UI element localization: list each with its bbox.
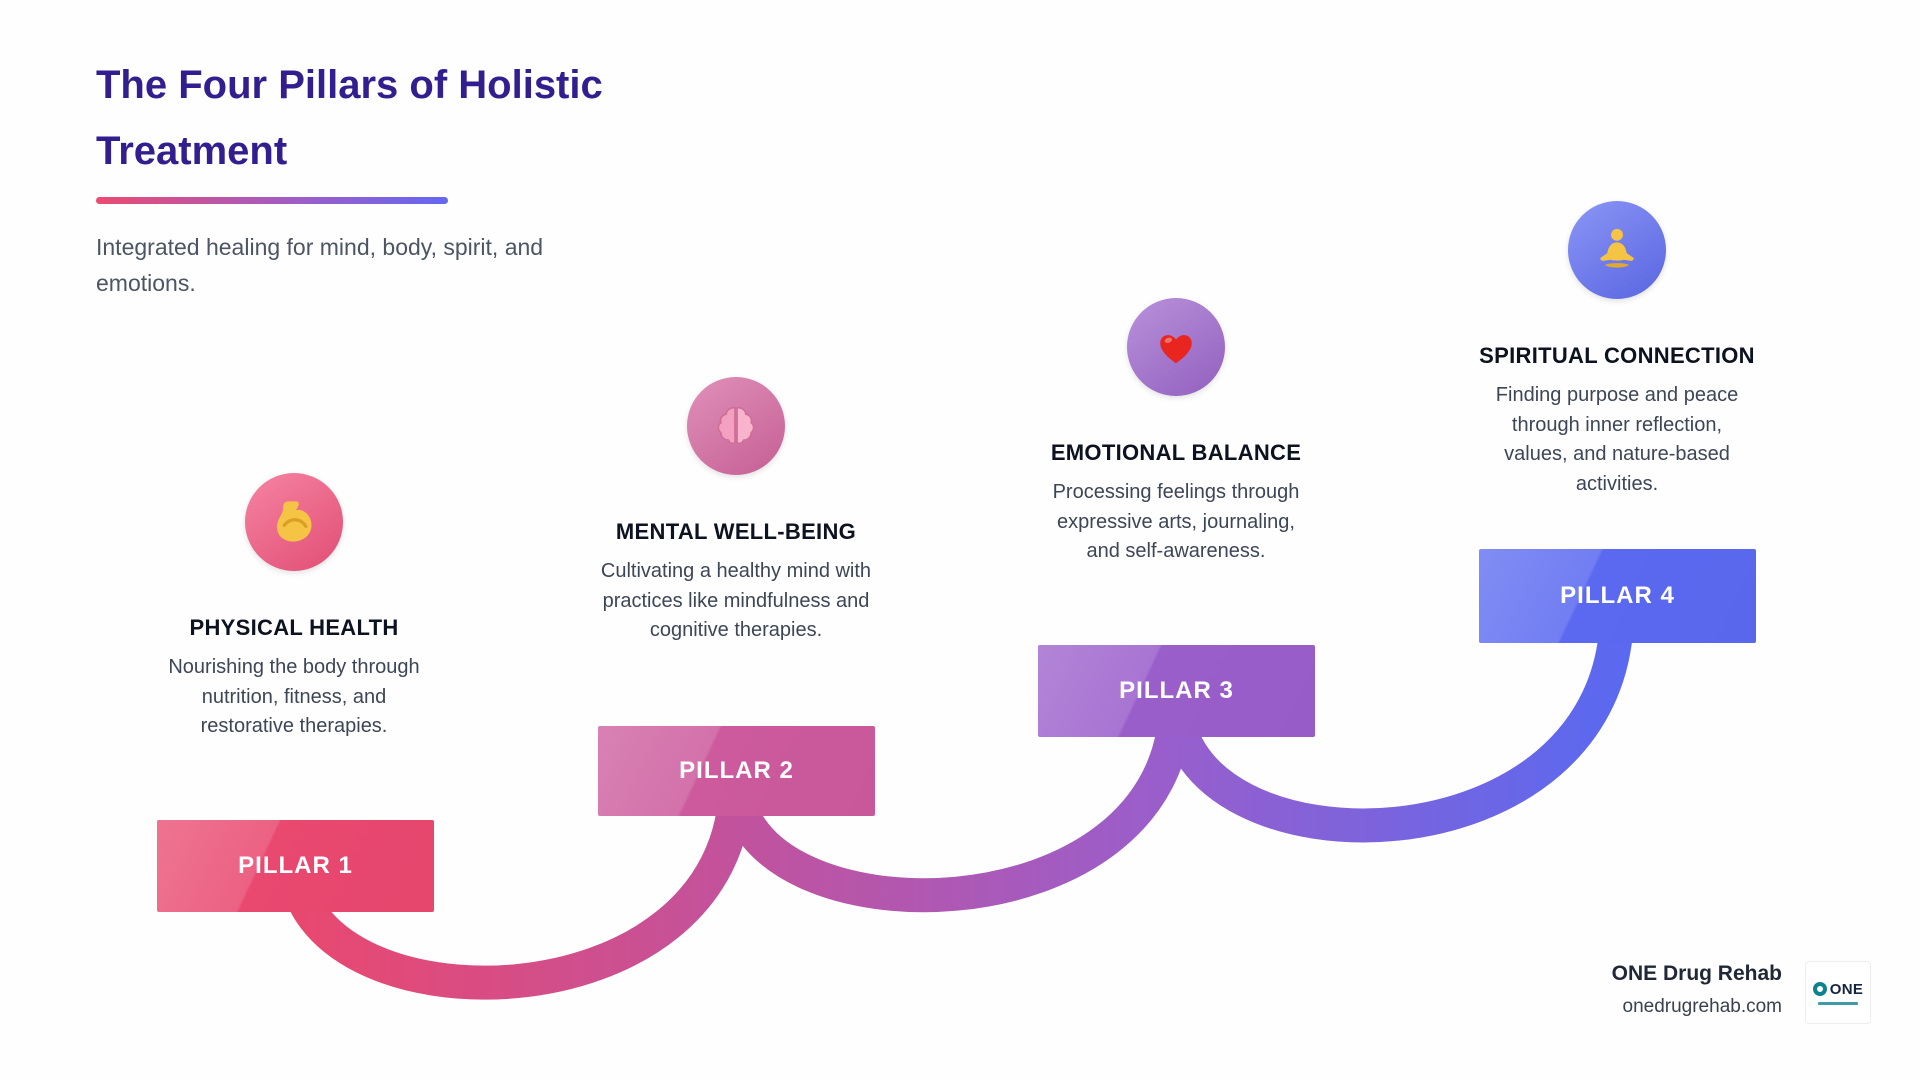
pillar-column-2: MENTAL WELL-BEING Cultivating a healthy …	[581, 377, 891, 646]
pillar-description-3: Processing feelings through expressive a…	[1052, 481, 1300, 563]
pillar-heading-2: MENTAL WELL-BEING	[615, 519, 857, 544]
pillar-description-4: Finding purpose and peace through inner …	[1495, 384, 1739, 495]
pillar-heading-3: EMOTIONAL BALANCE	[1050, 440, 1302, 465]
pillar-block-label-1: PILLAR 1	[238, 852, 353, 879]
title-accent-underline	[96, 197, 448, 204]
pillar-icon-badge-4	[1568, 201, 1666, 299]
pillar-block-2: PILLAR 2	[598, 726, 875, 816]
pillar-icon-badge-3	[1127, 298, 1225, 396]
logo-text: ONE	[1829, 980, 1864, 998]
pillar-column-3: EMOTIONAL BALANCE Processing feelings th…	[1021, 298, 1331, 567]
heart-icon	[1160, 335, 1192, 364]
flexed-biceps-icon	[276, 501, 312, 542]
pillar-block-1: PILLAR 1	[157, 820, 434, 912]
logo-subtext-line	[1818, 1001, 1858, 1005]
page-title: The Four Pillars of Holistic Treatment	[96, 63, 603, 173]
pillar-icon-badge-1	[245, 473, 343, 571]
pillar-heading-1: PHYSICAL HEALTH	[189, 615, 399, 640]
brand-logo: ONE	[1805, 961, 1871, 1024]
pillar-icon-badge-2	[687, 377, 785, 475]
meditation-icon	[1600, 228, 1634, 268]
brand-name: ONE Drug Rehab	[1611, 962, 1782, 985]
pillar-block-label-4: PILLAR 4	[1560, 582, 1675, 609]
pillar-block-3: PILLAR 3	[1038, 645, 1315, 737]
brand-logo-row: ONE	[1812, 980, 1864, 998]
brand-website: onedrugrehab.com	[1622, 996, 1783, 1017]
brain-icon	[717, 406, 755, 445]
pillar-column-1: PHYSICAL HEALTH Nourishing the body thro…	[139, 473, 449, 742]
logo-ring-icon	[1812, 982, 1827, 996]
pillar-column-4: SPIRITUAL CONNECTION Finding purpose and…	[1462, 201, 1772, 499]
pillar-description-1: Nourishing the body through nutrition, f…	[168, 656, 420, 738]
pillar-description-2: Cultivating a healthy mind with practice…	[600, 560, 872, 642]
page-subtitle: Integrated healing for mind, body, spiri…	[96, 234, 544, 296]
pillar-block-label-2: PILLAR 2	[679, 757, 794, 784]
pillar-block-4: PILLAR 4	[1479, 549, 1756, 643]
pillar-heading-4: SPIRITUAL CONNECTION	[1479, 343, 1755, 368]
pillar-block-label-3: PILLAR 3	[1119, 677, 1234, 704]
